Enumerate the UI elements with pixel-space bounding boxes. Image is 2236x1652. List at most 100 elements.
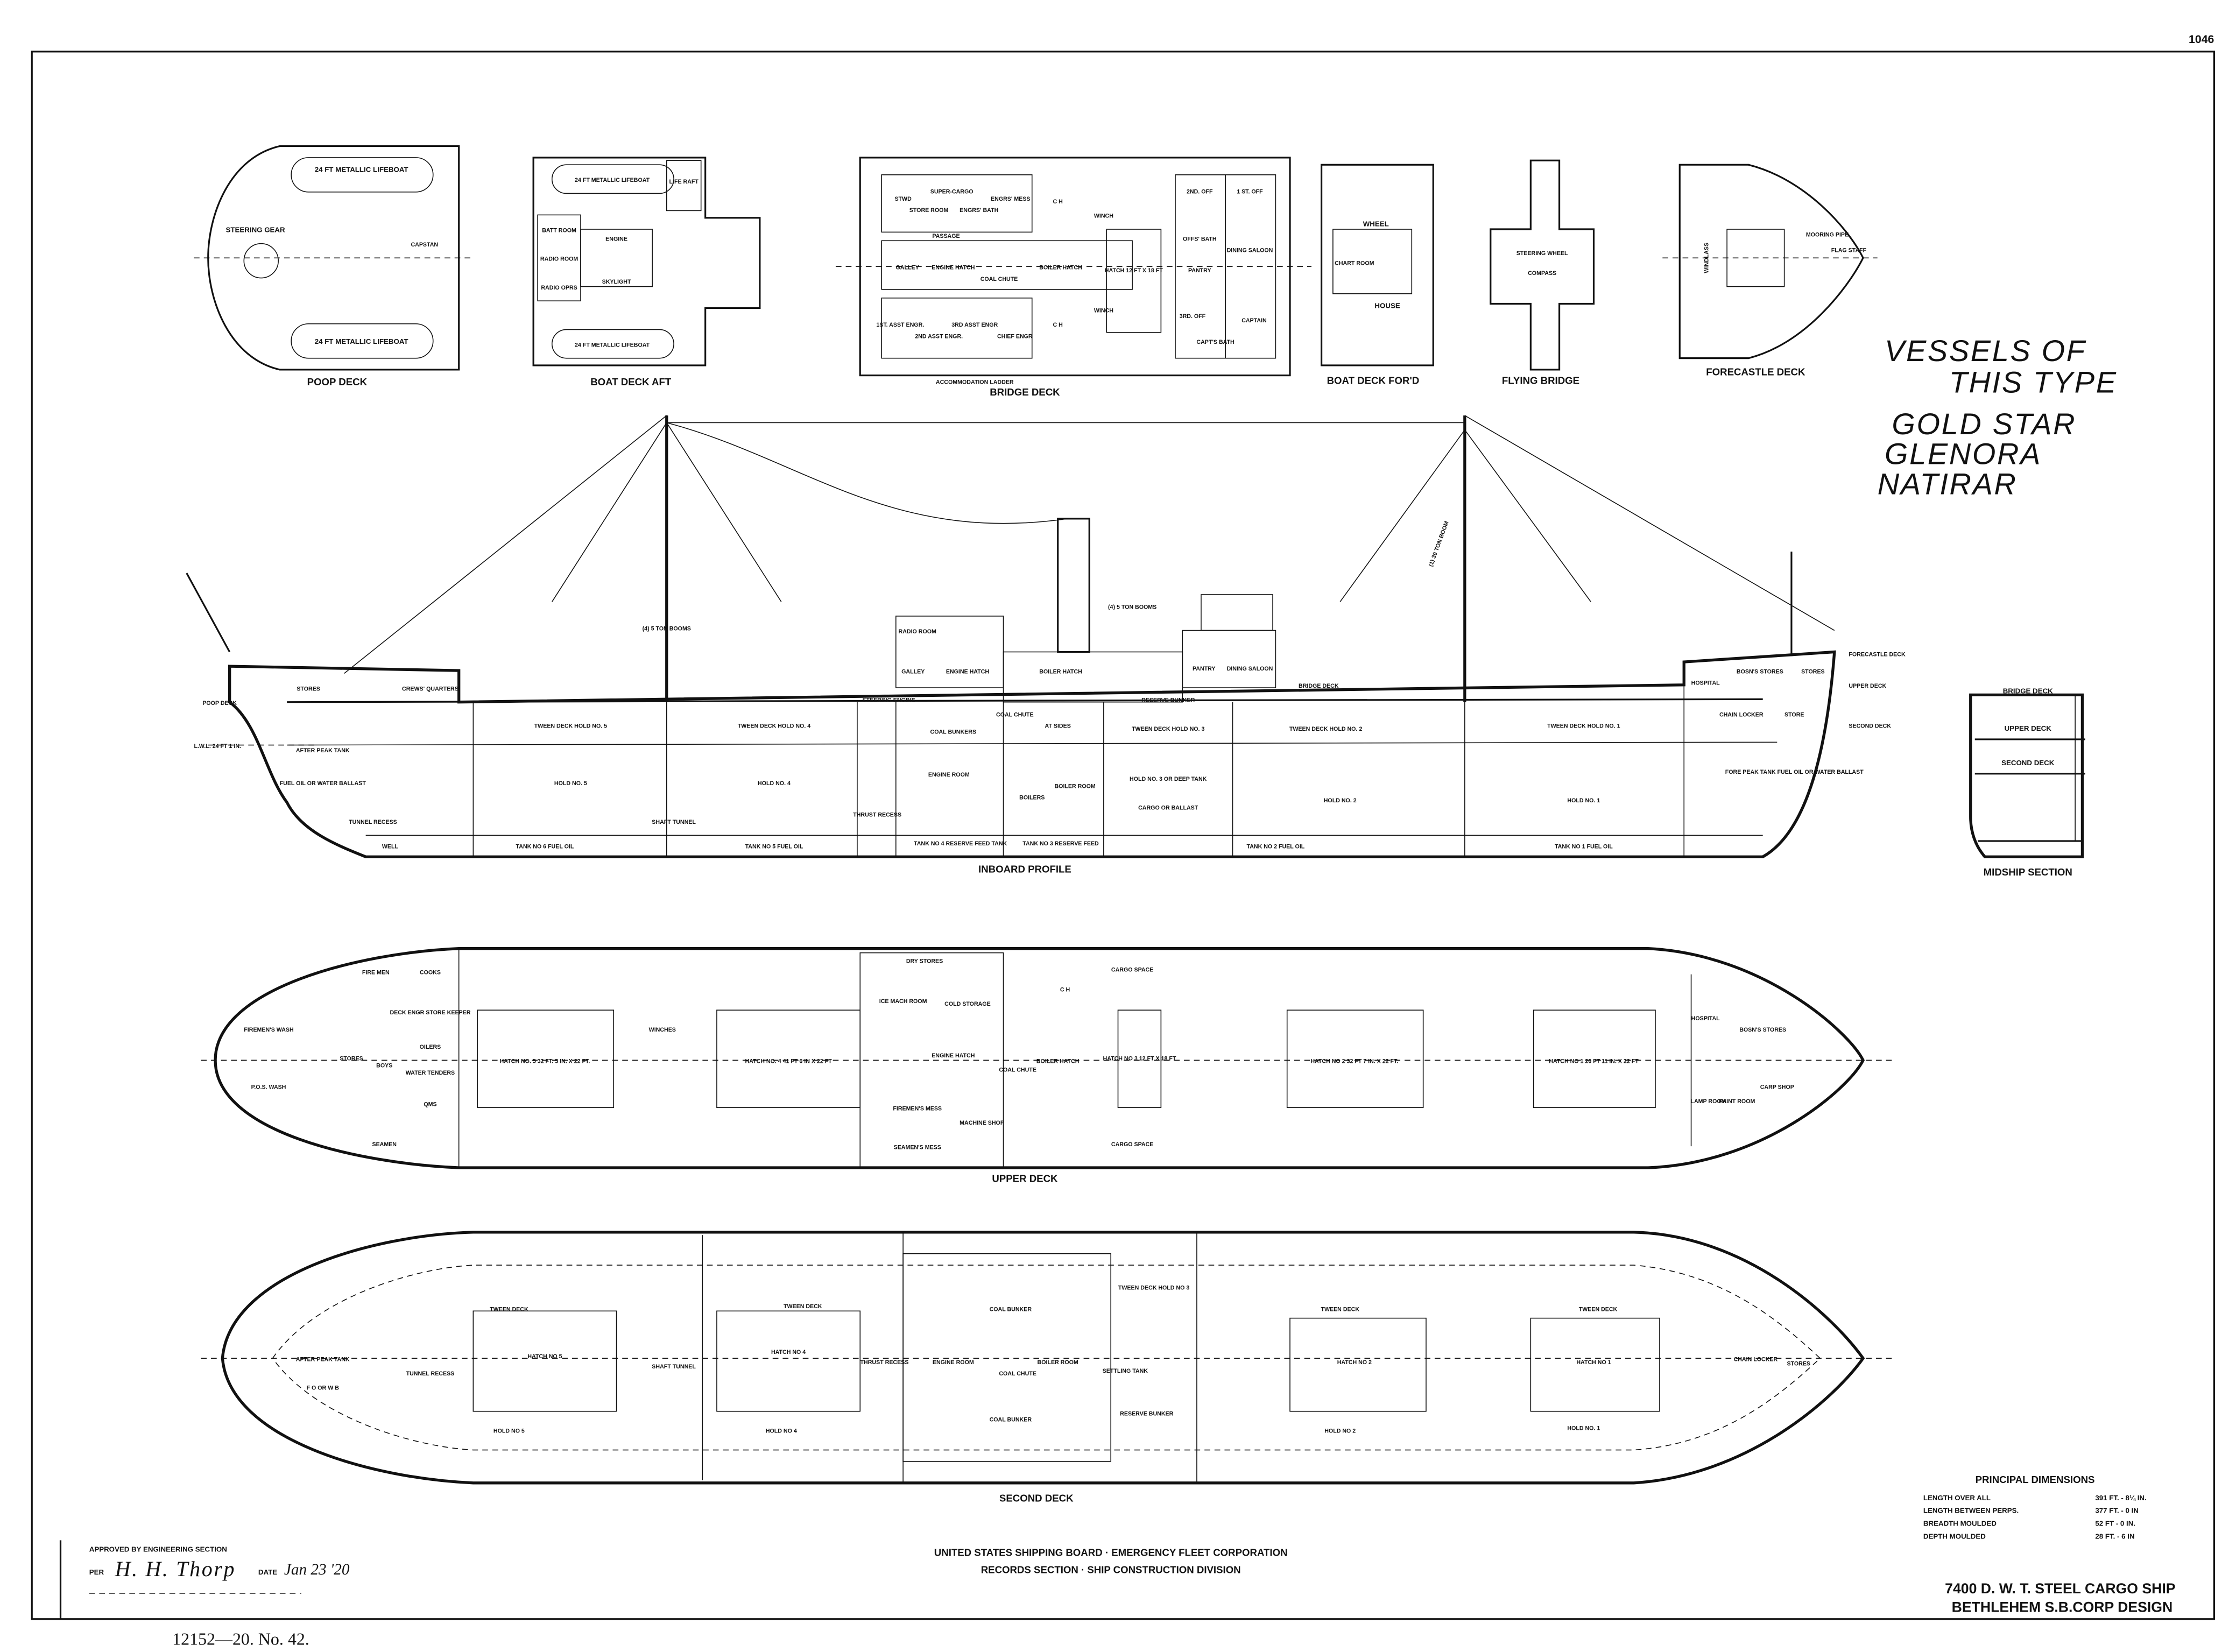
svg-text:DEPTH MOULDED: DEPTH MOULDED [1923, 1533, 1986, 1541]
upper-deck-plan: FIREMEN'S WASH FIRE MEN COOKS STORES BOY… [201, 947, 1892, 1184]
svg-text:GALLEY: GALLEY [901, 668, 925, 675]
svg-text:VESSELS OF: VESSELS OF [1885, 334, 2086, 368]
svg-text:AFTER PEAK TANK: AFTER PEAK TANK [296, 1356, 350, 1362]
svg-text:ENGINE HATCH: ENGINE HATCH [932, 1053, 975, 1059]
svg-text:QMS: QMS [424, 1102, 436, 1108]
svg-text:L.W.L. 24 FT 1 IN.: L.W.L. 24 FT 1 IN. [194, 743, 241, 750]
svg-text:TWEEN DECK HOLD NO. 5: TWEEN DECK HOLD NO. 5 [534, 723, 607, 730]
approval-block: APPROVED BY ENGINEERING SECTION PER H. H… [59, 1540, 350, 1619]
svg-text:STORE: STORE [1784, 711, 1804, 718]
svg-text:UPPER DECK: UPPER DECK [1849, 683, 1886, 689]
svg-text:MOORING PIPE: MOORING PIPE [1806, 231, 1849, 238]
svg-text:C H: C H [1053, 199, 1063, 205]
boat-deck-ford-title: BOAT DECK FOR'D [1327, 375, 1420, 386]
svg-text:PANTRY: PANTRY [1193, 666, 1216, 672]
midship-section-title: MIDSHIP SECTION [1984, 866, 2072, 878]
svg-text:2ND ASST ENGR.: 2ND ASST ENGR. [915, 333, 963, 340]
svg-text:2ND. OFF: 2ND. OFF [1187, 188, 1213, 195]
svg-text:STORES: STORES [340, 1055, 363, 1062]
svg-text:PANTRY: PANTRY [1188, 267, 1211, 274]
svg-text:SECOND DECK: SECOND DECK [2001, 759, 2055, 767]
svg-text:RESERVE BUNKER: RESERVE BUNKER [1141, 697, 1195, 704]
svg-text:COMPASS: COMPASS [1528, 270, 1556, 277]
svg-text:FLAG STAFF: FLAG STAFF [1831, 248, 1867, 254]
svg-text:BOSN'S STORES: BOSN'S STORES [1739, 1027, 1786, 1033]
svg-text:CREWS' QUARTERS: CREWS' QUARTERS [402, 686, 459, 692]
svg-text:SEAMEN: SEAMEN [372, 1141, 397, 1148]
svg-text:HATCH 12 FT X 18 FT: HATCH 12 FT X 18 FT [1105, 267, 1163, 274]
poop-deck-title: POOP DECK [307, 376, 368, 387]
inboard-profile: POOP DECK L.W.L. 24 FT 1 IN. AFTER PEAK … [186, 415, 1906, 875]
hatch [1106, 229, 1162, 333]
second-deck-plan: AFTER PEAK TANK F O OR W B TUNNEL RECESS… [201, 1231, 1892, 1503]
svg-text:WINCH: WINCH [1094, 307, 1113, 314]
svg-text:COAL CHUTE: COAL CHUTE [999, 1371, 1036, 1377]
svg-text:RADIO ROOM: RADIO ROOM [540, 256, 578, 263]
svg-text:SEAMEN'S MESS: SEAMEN'S MESS [894, 1144, 941, 1150]
svg-text:COOKS: COOKS [420, 970, 441, 976]
svg-text:ENGINE: ENGINE [605, 236, 627, 242]
svg-text:24 FT METALLIC LIFEBOAT: 24 FT METALLIC LIFEBOAT [315, 337, 408, 345]
svg-text:TWEEN DECK HOLD NO. 4: TWEEN DECK HOLD NO. 4 [738, 723, 810, 730]
svg-text:COAL CHUTE: COAL CHUTE [996, 711, 1034, 718]
svg-text:SECOND DECK: SECOND DECK [1849, 723, 1891, 730]
flying-bridge-title: FLYING BRIDGE [1502, 375, 1579, 386]
svg-text:BOSN'S STORES: BOSN'S STORES [1737, 668, 1783, 675]
svg-text:WELL: WELL [382, 843, 399, 850]
svg-text:HOLD NO 5: HOLD NO 5 [493, 1428, 525, 1435]
svg-text:1 ST. OFF: 1 ST. OFF [1237, 188, 1263, 195]
svg-text:ICE MACH ROOM: ICE MACH ROOM [879, 998, 927, 1005]
svg-text:CARGO OR BALLAST: CARGO OR BALLAST [1138, 804, 1198, 811]
svg-text:CARGO SPACE: CARGO SPACE [1111, 1141, 1153, 1148]
svg-text:TANK NO 3 RESERVE FEED: TANK NO 3 RESERVE FEED [1022, 841, 1099, 847]
svg-text:THRUST RECESS: THRUST RECESS [860, 1359, 909, 1366]
svg-text:WINCHES: WINCHES [649, 1027, 676, 1033]
ship-title-line-1: 7400 D. W. T. STEEL CARGO SHIP [1945, 1580, 2175, 1597]
svg-text:TUNNEL RECESS: TUNNEL RECESS [406, 1371, 455, 1377]
hatch [477, 1009, 615, 1109]
svg-text:COAL BUNKER: COAL BUNKER [990, 1416, 1032, 1423]
svg-text:P.O.S. WASH: P.O.S. WASH [251, 1084, 286, 1091]
bridge-deck-title: BRIDGE DECK [990, 386, 1060, 398]
svg-text:FIRE MEN: FIRE MEN [362, 970, 390, 976]
svg-text:CHAIN LOCKER: CHAIN LOCKER [1734, 1356, 1778, 1362]
svg-text:STEERING ENGINE: STEERING ENGINE [862, 697, 915, 704]
poop-deck-plan: 24 FT METALLIC LIFEBOAT STEERING GEAR CA… [194, 145, 474, 387]
svg-text:FORECASTLE DECK: FORECASTLE DECK [1849, 651, 1906, 658]
svg-text:STORES: STORES [1787, 1360, 1810, 1367]
agency-line-2: RECORDS SECTION · SHIP CONSTRUCTION DIVI… [981, 1564, 1241, 1576]
svg-text:ENGINE HATCH: ENGINE HATCH [946, 668, 989, 675]
svg-text:HATCH NO 2 32 FT 7 IN. X 22: HATCH NO 2 32 FT 7 IN. X 22 FT. [1310, 1058, 1398, 1065]
signature: H. H. Thorp [115, 1557, 236, 1581]
hatch [472, 1310, 617, 1412]
svg-text:CHAIN LOCKER: CHAIN LOCKER [1719, 711, 1764, 718]
svg-text:OILERS: OILERS [420, 1044, 441, 1050]
svg-text:DINING SALOON: DINING SALOON [1227, 666, 1273, 672]
svg-text:HATCH NO 3 12 FT X 18 FT: HATCH NO 3 12 FT X 18 FT [1103, 1055, 1176, 1062]
hatch [1289, 1317, 1427, 1412]
svg-text:DATE: DATE [258, 1568, 277, 1576]
ship-title-line-2: BETHLEHEM S.B.CORP DESIGN [1952, 1599, 2173, 1615]
svg-text:LENGTH BETWEEN PERPS.: LENGTH BETWEEN PERPS. [1923, 1507, 2019, 1515]
svg-text:BOILER ROOM: BOILER ROOM [1038, 1359, 1078, 1366]
svg-text:COAL BUNKER: COAL BUNKER [990, 1306, 1032, 1312]
sheet-number: 1046 [2189, 33, 2214, 46]
svg-text:BOILERS: BOILERS [1019, 795, 1045, 801]
svg-text:SUPER-CARGO: SUPER-CARGO [930, 188, 974, 195]
svg-text:TANK NO 5 FUEL OIL: TANK NO 5 FUEL OIL [745, 843, 803, 850]
svg-text:MACHINE SHOP: MACHINE SHOP [960, 1120, 1004, 1126]
svg-text:STORES: STORES [297, 686, 320, 692]
svg-text:BATT ROOM: BATT ROOM [542, 227, 576, 234]
svg-text:STEERING WHEEL: STEERING WHEEL [1516, 250, 1568, 257]
svg-text:ENGINE ROOM: ENGINE ROOM [928, 772, 970, 778]
svg-text:(4) 5 TON BOOMS: (4) 5 TON BOOMS [643, 626, 691, 632]
principal-dimensions: PRINCIPAL DIMENSIONS LENGTH OVER ALL 391… [1923, 1474, 2147, 1541]
bridge-deck-plan: STWD STORE ROOM SUPER-CARGO ENGRS' BATH … [835, 157, 1311, 398]
svg-text:SETTLING TANK: SETTLING TANK [1103, 1368, 1148, 1374]
svg-text:WINCH: WINCH [1094, 213, 1113, 220]
svg-text:HOLD NO. 3 OR DEEP TANK: HOLD NO. 3 OR DEEP TANK [1130, 776, 1207, 782]
svg-text:ENGINE ROOM: ENGINE ROOM [933, 1359, 974, 1366]
svg-text:WINDLASS: WINDLASS [1703, 243, 1710, 273]
svg-text:LAMP ROOM: LAMP ROOM [1690, 1098, 1726, 1105]
